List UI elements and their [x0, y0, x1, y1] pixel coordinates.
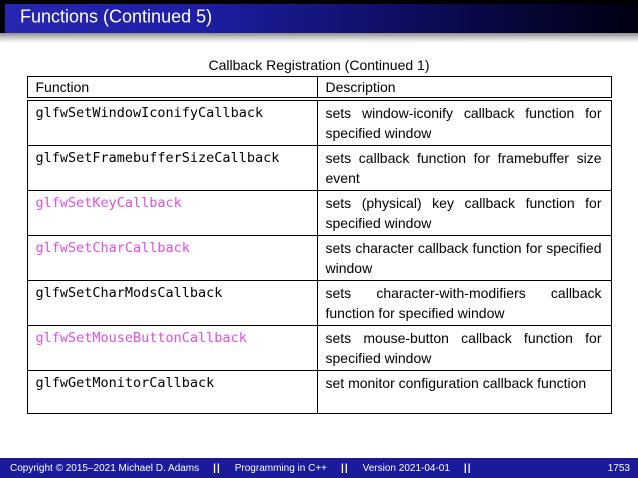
table-header-row: Function Description — [26, 76, 612, 98]
footer-copyright: Copyright © 2015–2021 Michael D. Adams — [10, 462, 200, 474]
function-name: glfwSetCharModsCallback — [28, 281, 318, 325]
function-description: sets character-with-modifiers callback f… — [325, 285, 602, 321]
function-description: set monitor configuration callback funct… — [325, 375, 587, 391]
footer-course: Programming in C++ — [234, 462, 328, 474]
function-name: glfwSetKeyCallback — [28, 191, 318, 235]
footer-separator: || — [213, 462, 221, 474]
table-caption: Callback Registration (Continued 1) — [208, 57, 430, 73]
function-description: sets window-iconify callback function fo… — [325, 105, 602, 141]
footer-separator: || — [341, 462, 349, 474]
footer-version: Version 2021-04-01 — [362, 462, 450, 474]
function-name: glfwSetCharCallback — [28, 236, 318, 280]
title-bar-shadow — [0, 33, 638, 43]
function-name: glfwSetWindowIconifyCallback — [28, 101, 318, 145]
column-header-description: Description — [325, 79, 396, 95]
slide-content: Callback Registration (Continued 1) Func… — [0, 57, 638, 414]
footer-bar: Copyright © 2015–2021 Michael D. Adams |… — [0, 458, 638, 478]
function-description: sets (physical) key callback function fo… — [325, 195, 602, 231]
function-description: sets mouse-button callback function for … — [325, 330, 602, 366]
slide-title: Functions (Continued 5) — [20, 6, 213, 26]
function-name: glfwGetMonitorCallback — [28, 371, 318, 413]
callback-table: Function Description glfwSetWindowIconif… — [26, 76, 612, 414]
function-description: sets callback function for framebuffer s… — [325, 150, 602, 186]
function-description: sets character callback function for spe… — [325, 240, 602, 276]
function-name: glfwSetFramebufferSizeCallback — [28, 146, 318, 190]
footer-page-number: 1753 — [607, 462, 630, 474]
slide-title-bar: Functions (Continued 5) — [0, 0, 638, 33]
title-bar-gradient — [5, 4, 638, 33]
function-name: glfwSetMouseButtonCallback — [28, 326, 318, 370]
footer-separator: || — [463, 462, 472, 474]
column-header-function: Function — [28, 77, 318, 97]
table-row: glfwGetMonitorCallback set monitor config… — [27, 370, 611, 413]
